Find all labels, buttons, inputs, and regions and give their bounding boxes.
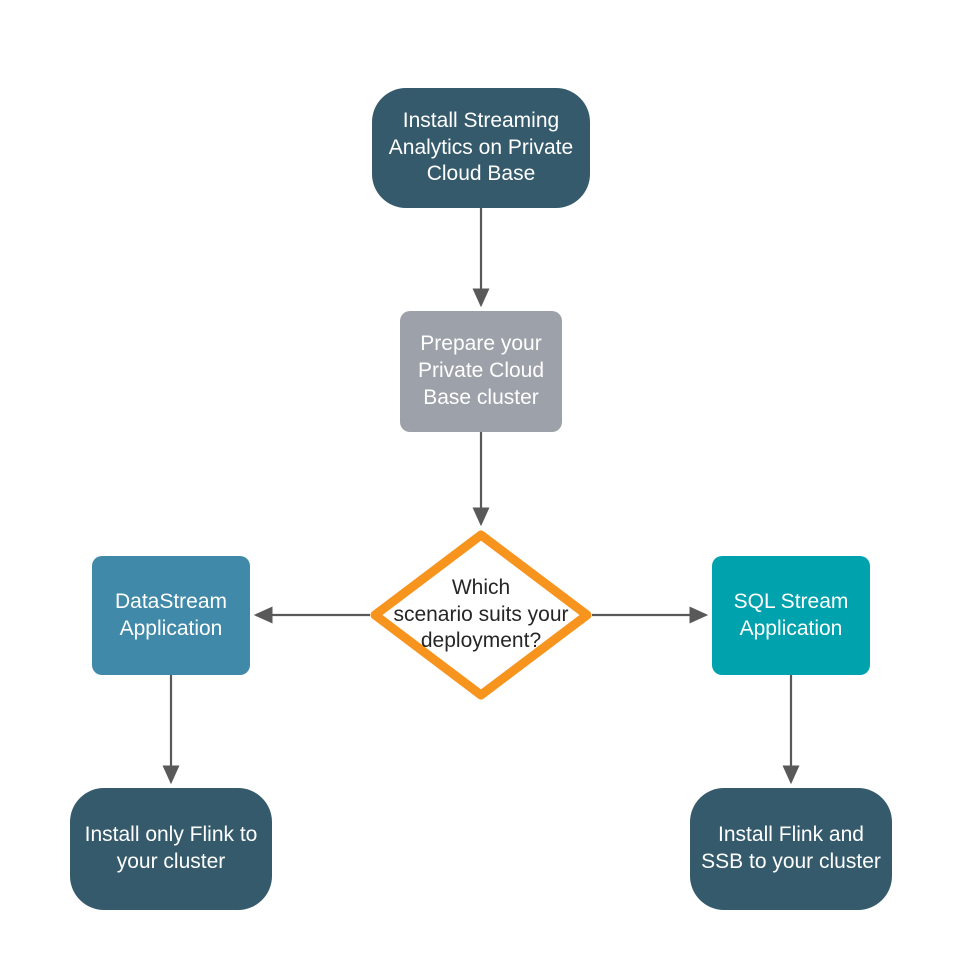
node-label: DataStream Application: [114, 589, 228, 640]
node-datastream-application[interactable]: DataStream Application: [92, 556, 250, 675]
node-label: SQL Stream Application: [733, 589, 849, 640]
node-install-streaming-analytics[interactable]: Install Streaming Analytics on Private C…: [372, 88, 590, 208]
node-install-flink-and-ssb[interactable]: Install Flink and SSB to your cluster: [690, 788, 892, 910]
diamond-shape: [370, 530, 592, 700]
node-install-only-flink[interactable]: Install only Flink to your cluster: [70, 788, 272, 910]
node-label: Install Streaming Analytics on Private C…: [388, 108, 574, 186]
node-label: Install Flink and SSB to your cluster: [701, 823, 881, 873]
node-label: Install only Flink to your cluster: [84, 823, 258, 873]
node-decision-which-scenario[interactable]: Which scenario suits your deployment?: [370, 530, 592, 700]
node-sql-stream-application[interactable]: SQL Stream Application: [712, 556, 870, 675]
node-label: Which scenario suits your deployment?: [393, 575, 569, 653]
node-label: Prepare your Private Cloud Base cluster: [417, 332, 545, 409]
node-prepare-private-cloud-base-cluster[interactable]: Prepare your Private Cloud Base cluster: [400, 311, 562, 432]
